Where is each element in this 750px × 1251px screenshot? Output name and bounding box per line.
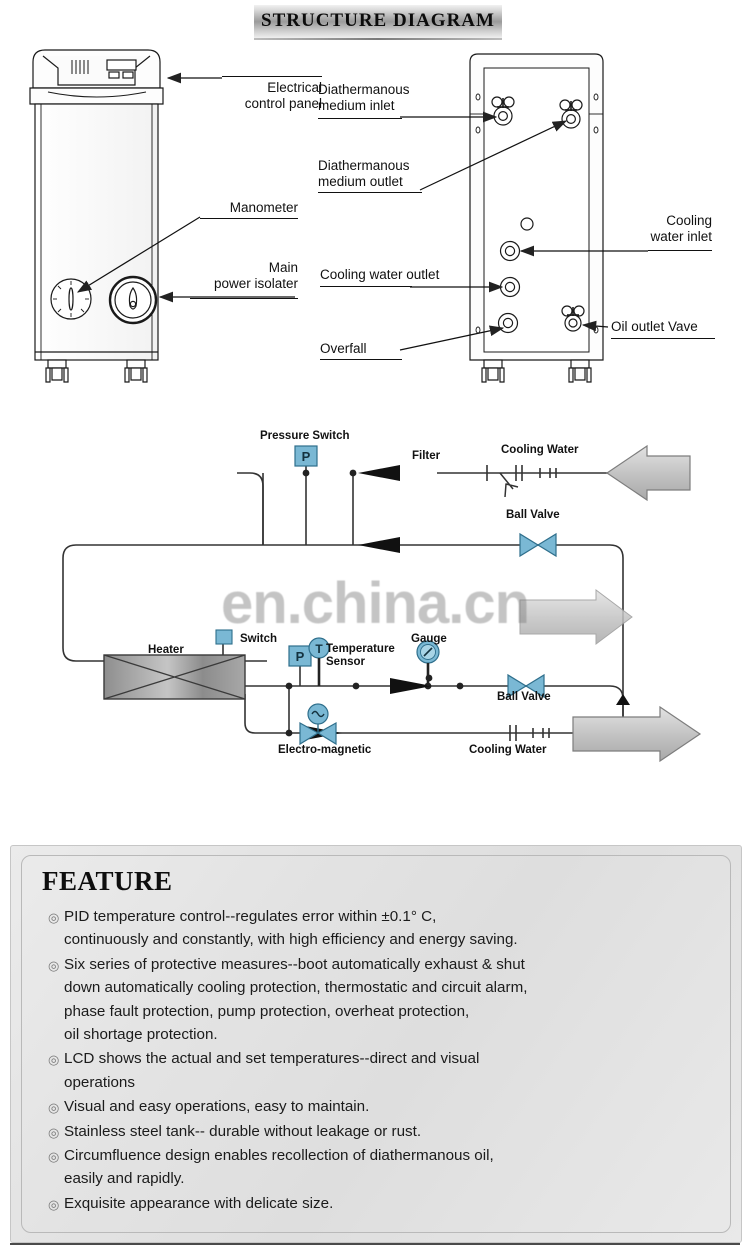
page-title: STRUCTURE DIAGRAM <box>261 10 495 31</box>
feature-bullet-icon: ◎ <box>48 1052 60 1068</box>
underline-overfall <box>320 359 402 361</box>
cooling-water-inlet-arrow <box>605 444 691 502</box>
port-cooling-water-outlet <box>499 276 521 298</box>
underline-cooling-water-inlet <box>648 250 712 252</box>
label-temperature-sensor: Temperature Sensor <box>326 643 395 668</box>
label-cooling-water-inlet-flow: Cooling Water <box>501 444 579 456</box>
underline-oil-outlet-vave <box>611 338 715 340</box>
rear-view-machine <box>469 53 604 383</box>
pressure-switch-symbol-top: P <box>294 445 318 467</box>
label-overfall: Overfall <box>320 341 367 356</box>
underline-electrical-control-panel <box>222 76 322 78</box>
pressure-switch-symbol-mid: P <box>288 645 312 667</box>
feature-panel <box>10 845 742 1243</box>
feature-bullet-icon: ◎ <box>48 1196 60 1212</box>
feature-bullet-icon: ◎ <box>48 910 60 925</box>
heater-block <box>103 654 246 700</box>
cooling-water-outlet-arrow <box>572 705 702 763</box>
feature-bullet-icon: ◎ <box>48 1124 60 1140</box>
label-gauge: Gauge <box>411 633 447 645</box>
underline-medium-outlet <box>318 192 422 194</box>
title-underline <box>254 38 502 40</box>
label-switch: Switch <box>240 633 278 645</box>
feature-item: ◎ PID temperature control--regulates erro… <box>48 905 708 952</box>
label-ball-valve-mid: Ball Valve <box>497 691 551 703</box>
feature-item: ◎Stainless steel tank-- durable without … <box>48 1120 708 1143</box>
feature-bullet-icon: ◎ <box>48 1100 60 1116</box>
electro-magnetic-valve-symbol <box>299 703 337 746</box>
label-cooling-water-outlet: Cooling water outlet <box>320 267 440 282</box>
feature-item-text: Visual and easy operations, easy to main… <box>64 1098 370 1116</box>
feature-list: ◎PID temperature control--regulates erro… <box>48 905 708 1216</box>
label-oil-outlet-vave: Oil outlet Vave <box>611 319 698 334</box>
underline-manometer <box>200 218 298 220</box>
svg-text:P: P <box>302 449 311 464</box>
underline-cooling-water-outlet <box>320 286 412 288</box>
feature-item: ◎LCD shows the actual and set temperatur… <box>48 1047 708 1094</box>
ball-valve-top <box>519 532 557 558</box>
feature-bullet-icon: ◎ <box>48 957 60 973</box>
feature-item-text: Exquisite appearance with delicate size. <box>64 1194 334 1212</box>
label-pressure-switch: Pressure Switch <box>260 430 350 442</box>
underline-main-power-isolater <box>190 298 298 300</box>
feature-bullet-icon: ◎ <box>48 1149 60 1165</box>
feature-item: ◎Exquisite appearance with delicate size… <box>48 1192 708 1215</box>
gauge-symbol <box>416 640 440 686</box>
label-electro-magnetic: Electro-magnetic <box>278 744 372 756</box>
bottom-divider <box>10 1243 740 1245</box>
label-ball-valve-top: Ball Valve <box>506 509 560 521</box>
port-medium-inlet <box>491 96 515 126</box>
underline-medium-inlet <box>318 118 402 120</box>
svg-text:P: P <box>296 649 305 664</box>
watermark: en.china.cn <box>220 570 530 636</box>
feature-item-text: PID temperature control--regulates error… <box>64 908 518 949</box>
feature-item-text: Circumfluence design enables recollectio… <box>64 1147 494 1188</box>
port-oil-outlet-valve <box>561 305 585 332</box>
port-medium-outlet <box>559 99 583 129</box>
feature-item-text: Stainless steel tank-- durable without l… <box>64 1122 422 1140</box>
feature-item: ◎Circumfluence design enables recollecti… <box>48 1144 708 1191</box>
label-filter: Filter <box>412 450 441 462</box>
front-view-machine <box>29 49 164 383</box>
feature-item-text: Six series of protective measures--boot … <box>64 955 528 1044</box>
label-heater: Heater <box>148 644 184 656</box>
page-title-banner: STRUCTURE DIAGRAM <box>254 4 502 38</box>
feature-panel-border <box>21 855 731 1233</box>
svg-text:T: T <box>315 642 323 656</box>
feature-item: ◎Visual and easy operations, easy to mai… <box>48 1095 708 1118</box>
feature-heading: FEATURE <box>42 866 173 896</box>
label-cooling-water-outlet-flow: Cooling Water <box>469 744 547 756</box>
feature-item-text: LCD shows the actual and set temperature… <box>64 1050 480 1091</box>
feature-item: ◎Six series of protective measures--boot… <box>48 953 708 1047</box>
port-cooling-water-inlet <box>499 240 521 262</box>
port-overfall <box>497 312 519 334</box>
label-manometer: Manometer <box>229 200 298 215</box>
